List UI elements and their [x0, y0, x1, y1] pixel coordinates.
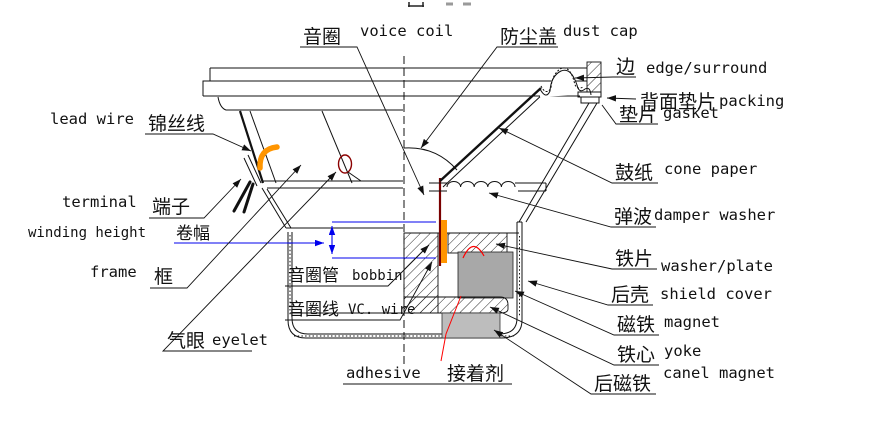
label-lead-wire-cn: 锦丝线: [148, 113, 205, 135]
label-gasket-cn: 垫片: [619, 104, 657, 126]
leader-shield-cover: [527, 280, 653, 306]
label-dust-cap-cn: 防尘盖: [500, 26, 557, 48]
label-washer-plate-cn: 铁片: [615, 248, 653, 270]
magnet-assembly: [403, 232, 519, 339]
label-damper-en: damper washer: [654, 206, 775, 224]
leader-terminal: [149, 178, 242, 219]
leader-lines: [145, 46, 659, 395]
lead-wire-tinsel: [257, 144, 280, 171]
damper-spider: [429, 181, 547, 192]
mounting-flange: [202, 67, 587, 111]
magnet-block: [457, 251, 514, 299]
leader-eyelet: [161, 171, 337, 352]
leader-dust-cap: [420, 46, 558, 149]
leader-damper: [488, 192, 656, 228]
label-edge-en: edge/surround: [646, 59, 767, 77]
label-edge-cn: 边: [616, 56, 635, 78]
label-cone-paper-cn: 鼓纸: [615, 162, 653, 184]
label-adhesive-en: adhesive: [346, 364, 421, 382]
label-canel-magnet-cn: 后磁铁: [594, 373, 651, 395]
winding-height-dimension: [174, 221, 436, 259]
leader-vc-wire: [285, 261, 433, 321]
edge-surround-roll: [539, 67, 592, 97]
label-winding-height-cn: 卷幅: [176, 224, 210, 243]
label-packing-en: packing: [719, 92, 784, 110]
leader-yoke: [489, 306, 659, 366]
label-bobbin-en: bobbin: [352, 268, 403, 284]
label-damper-cn: 弹波: [614, 206, 652, 228]
dust-cap-dome: [403, 147, 458, 171]
label-yoke-cn: 铁心: [617, 344, 655, 366]
label-dust-cap-en: dust cap: [563, 22, 638, 40]
leader-cone-paper: [498, 127, 658, 184]
leader-edge: [574, 74, 636, 81]
label-yoke-en: yoke: [664, 342, 701, 360]
terminal-lugs: [232, 154, 262, 214]
back-canel-magnet: [441, 312, 501, 339]
label-bobbin-cn: 音圈管: [288, 266, 339, 285]
label-terminal-cn: 端子: [152, 196, 190, 218]
voice-coil-assembly: [438, 178, 447, 266]
label-magnet-cn: 磁铁: [617, 314, 655, 336]
label-frame-cn: 框: [154, 266, 173, 288]
leader-packing: [606, 95, 637, 102]
labels: 音圈 voice coil 防尘盖 dust cap 边 edge/surrou…: [28, 22, 784, 395]
yoke-bottom-plate: [403, 296, 509, 314]
cone-paper-lines: [439, 87, 545, 188]
voice-coil-winding: [441, 220, 447, 263]
label-adhesive-cn: 接着剂: [447, 363, 504, 385]
label-eyelet-en: eyelet: [212, 331, 268, 349]
label-winding-height-en: winding height: [28, 225, 146, 241]
label-voice-coil-cn: 音圈: [303, 26, 341, 48]
label-magnet-en: magnet: [664, 313, 720, 331]
frame-outline-left: [238, 110, 403, 189]
top-plate-washer: [447, 232, 508, 254]
leader-voice-coil: [300, 46, 425, 196]
leader-canel-magnet: [493, 329, 656, 395]
leader-frame: [150, 164, 302, 289]
label-cone-paper-en: cone paper: [664, 160, 757, 178]
label-washer-plate-en: washer/plate: [661, 257, 773, 275]
label-vc-wire-en: VC. wire: [348, 302, 415, 318]
label-frame-en: frame: [90, 263, 137, 281]
gasket-packing-stack: [577, 61, 602, 104]
label-canel-magnet-en: canel magnet: [663, 364, 775, 382]
leader-magnet: [514, 290, 659, 336]
eyelet-marker: [337, 154, 362, 182]
label-gasket-en: gasket: [663, 104, 719, 122]
label-terminal-en: terminal: [62, 193, 137, 211]
leader-bobbin: [285, 244, 430, 287]
cropped-caption-fragment: [408, 2, 471, 7]
label-eyelet-cn: 气眼: [167, 330, 205, 352]
label-shield-cover-en: shield cover: [660, 285, 772, 303]
adhesive-marks: [440, 245, 485, 362]
frame-wall-right: [518, 102, 598, 223]
label-packing-cn: 背面垫片: [640, 91, 716, 113]
label-lead-wire-en: lead wire: [50, 110, 134, 128]
leader-gasket: [601, 104, 658, 125]
label-voice-coil-en: voice coil: [360, 22, 453, 40]
label-shield-cover-cn: 后壳: [611, 284, 649, 306]
leader-lead-wire: [145, 133, 252, 152]
label-vc-wire-cn: 音圈线: [288, 300, 339, 319]
leader-washer-plate: [495, 242, 657, 270]
